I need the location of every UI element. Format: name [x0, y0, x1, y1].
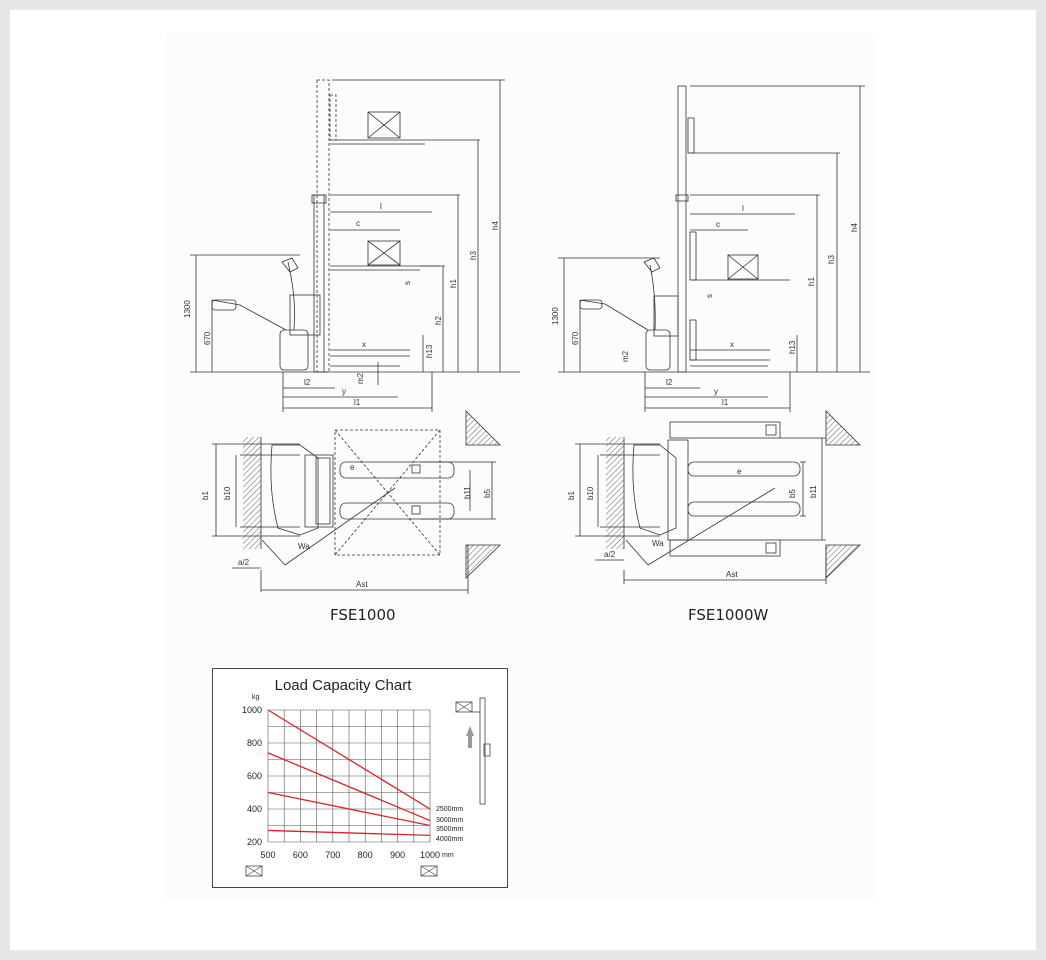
dim-b5: b5 [483, 489, 492, 498]
dim-w-s: s [705, 294, 714, 298]
dim-Ast: Ast [356, 580, 368, 589]
dim-w-e: e [737, 467, 742, 476]
load-icon-right [420, 865, 438, 877]
y-tick-label: 200 [247, 837, 262, 847]
dim-h4: h4 [491, 221, 500, 230]
dim-h2: h2 [434, 316, 443, 325]
series-label-3000mm: 3000mm [436, 817, 463, 824]
dim-c: c [356, 219, 360, 228]
dim-h1: h1 [449, 279, 458, 288]
load-capacity-chart: Load Capacity Chart [212, 668, 508, 888]
fse1000w-top-view: b1 b10 e b5 b11 Wa a/2 Ast [567, 410, 861, 584]
load-icon-right-cross-b [420, 865, 438, 877]
fse1000w-side-view: 1300 670 m2 h4 h3 h1 h13 s l c x l2 y l1 [551, 85, 870, 412]
dim-b1: b1 [201, 491, 210, 500]
dim-l: l [380, 202, 382, 211]
dim-w-b11: b11 [809, 485, 818, 498]
arrow-up-icon [466, 726, 474, 736]
dim-s: s [403, 281, 412, 285]
dim-w-h3: h3 [827, 255, 836, 264]
series-line-4000mm [267, 829, 431, 837]
dim-w-l1: l1 [722, 398, 729, 407]
load-icon-lift-cross-b [455, 701, 473, 713]
chart-title: Load Capacity Chart [274, 677, 412, 694]
dim-a2: a/2 [238, 558, 250, 567]
dim-b10: b10 [223, 486, 232, 500]
dim-w-y: y [714, 387, 718, 396]
series-label-4000mm: 4000mm [436, 836, 463, 843]
series-label-2500mm: 2500mm [436, 806, 463, 813]
series-line-3500mm [267, 791, 431, 827]
y-tick-label: 600 [247, 771, 262, 781]
y-axis-unit: kg [252, 694, 260, 701]
dim-w-b1: b1 [567, 491, 576, 500]
mast-icon [479, 697, 486, 805]
dim-x: x [362, 340, 366, 349]
dim-w-1300: 1300 [551, 307, 560, 325]
x-tick-label: 900 [390, 850, 405, 860]
dim-h3: h3 [469, 251, 478, 260]
fse1000-side-view: 1300 670 h4 h3 h1 h2 h13 s l c x m2 l2 y… [183, 79, 520, 412]
dim-w-Ast: Ast [726, 570, 738, 579]
carriage-icon [483, 743, 491, 757]
y-tick-label: 1000 [242, 705, 262, 715]
dim-w-670: 670 [571, 331, 580, 345]
dim-h13: h13 [425, 344, 434, 358]
dim-w-c: c [716, 220, 720, 229]
series-label-3500mm: 3500mm [436, 826, 463, 833]
dim-w-h1: h1 [807, 277, 816, 286]
dim-670: 670 [203, 331, 212, 345]
dim-w-h4: h4 [850, 223, 859, 232]
fse1000-top-view: b1 b10 e b11 b5 Wa a/2 Ast [201, 410, 501, 594]
dim-w-l2: l2 [666, 378, 673, 387]
x-tick-label: 1000 [420, 850, 440, 860]
dim-w-h13: h13 [788, 340, 797, 354]
x-tick-label: 500 [260, 850, 275, 860]
dim-w-b10: b10 [586, 486, 595, 500]
x-tick-label: 800 [358, 850, 373, 860]
dim-w-a2: a/2 [604, 550, 616, 559]
load-icon-left-cross-b [245, 865, 263, 877]
dim-w-Wa: Wa [652, 539, 664, 548]
dim-l1: l1 [354, 398, 361, 407]
dim-e: e [350, 463, 355, 472]
dim-w-x: x [730, 340, 734, 349]
x-tick-label: 600 [293, 850, 308, 860]
dim-1300: 1300 [183, 300, 192, 318]
dim-m2: m2 [356, 372, 365, 384]
dim-w-m2: m2 [621, 350, 630, 362]
y-tick-label: 800 [247, 738, 262, 748]
y-tick-label: 400 [247, 804, 262, 814]
load-icon-lift [455, 701, 473, 713]
load-icon-left [245, 865, 263, 877]
dim-Wa: Wa [298, 542, 310, 551]
dim-y: y [342, 387, 346, 396]
dim-b11: b11 [463, 486, 472, 499]
dim-w-b5: b5 [788, 489, 797, 498]
x-axis-unit: mm [442, 852, 454, 859]
dim-l2: l2 [304, 378, 311, 387]
model-caption-fse1000: FSE1000 [330, 606, 396, 624]
x-tick-label: 700 [325, 850, 340, 860]
series-line-2500mm [267, 709, 431, 810]
model-caption-fse1000w: FSE1000W [688, 606, 769, 624]
dim-w-l: l [742, 204, 744, 213]
arrow-up-icon-shaft [468, 736, 472, 748]
series-line-3000mm [267, 752, 431, 822]
